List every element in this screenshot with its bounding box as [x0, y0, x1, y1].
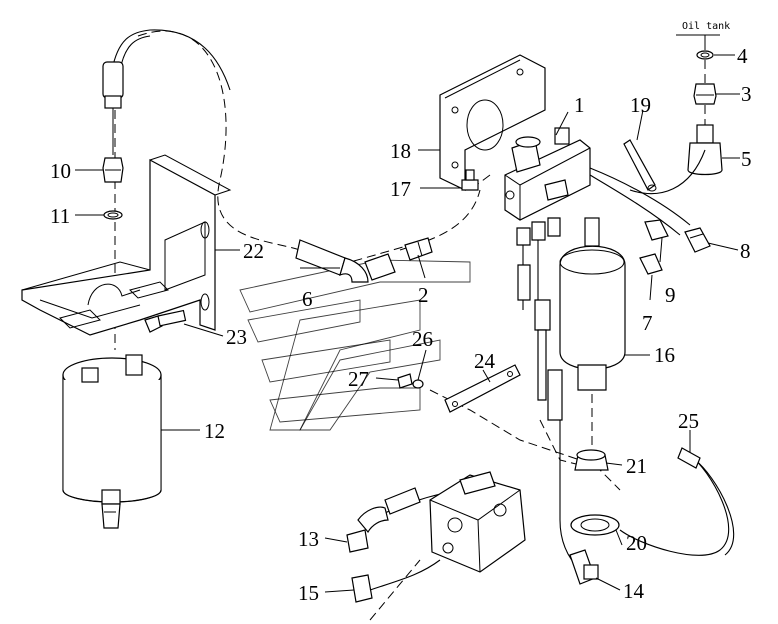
hose-25 [619, 447, 735, 556]
callout-18: 18 [390, 139, 411, 163]
callout-2: 2 [418, 283, 429, 307]
mounting-bracket-22 [21, 154, 232, 336]
nut-27 [397, 373, 413, 389]
top-left-hose-assembly [102, 29, 231, 155]
vertical-tubes-cluster [516, 217, 563, 421]
callout-25: 25 [678, 409, 699, 433]
seal-ring-11 [103, 210, 123, 220]
callout-26: 26 [412, 327, 433, 351]
fitting-9 [644, 219, 669, 241]
filter-5 [687, 124, 723, 176]
callout-12: 12 [204, 419, 225, 443]
fitting-15 [351, 559, 441, 603]
callout-5: 5 [741, 147, 752, 171]
valve-block-1 [504, 127, 591, 221]
fitting-8 [684, 227, 711, 253]
background-logo-outline [239, 259, 471, 431]
bolt-17 [461, 169, 479, 191]
callout-27: 27 [348, 367, 369, 391]
callout-4: 4 [737, 44, 748, 68]
callout-7: 7 [642, 311, 653, 335]
callout-21: 21 [626, 454, 647, 478]
mounting-plate-18 [439, 54, 546, 191]
callout-13: 13 [298, 527, 319, 551]
filter-canister-12 [62, 354, 162, 529]
washer-4 [696, 50, 714, 60]
nameplate-24 [444, 364, 521, 413]
callout-leader-lines [75, 34, 740, 593]
callout-8: 8 [740, 239, 751, 263]
lower-hose-assembly [357, 420, 581, 571]
accumulator-16 [559, 217, 626, 391]
fitting-14 [569, 549, 599, 585]
pipe-19 [623, 139, 657, 192]
fitting-7 [639, 253, 663, 275]
callout-numbers: 1 2 3 4 5 6 7 8 9 10 11 12 13 14 15 16 1… [50, 44, 752, 605]
callout-9: 9 [665, 283, 676, 307]
callout-17: 17 [390, 177, 411, 201]
callout-16: 16 [654, 343, 675, 367]
fitting-2 [404, 237, 433, 261]
oil-tank-leader [629, 149, 706, 195]
hose-assembly-6 [295, 239, 396, 283]
oil-tank-label: Oil tank [682, 21, 730, 32]
elbow-13 [346, 529, 369, 553]
callout-19: 19 [630, 93, 651, 117]
callout-14: 14 [623, 579, 645, 603]
callout-24: 24 [474, 349, 496, 373]
tube-lines-to-8 [589, 167, 691, 236]
callout-20: 20 [626, 531, 647, 555]
callout-3: 3 [741, 82, 752, 106]
callout-11: 11 [50, 204, 70, 228]
fitting-10 [102, 157, 124, 183]
callout-10: 10 [50, 159, 71, 183]
callout-15: 15 [298, 581, 319, 605]
callout-22: 22 [243, 239, 264, 263]
seal-ring-20 [570, 514, 620, 536]
control-valve-body [429, 471, 526, 573]
fitting-3 [693, 83, 717, 105]
fitting-21 [574, 449, 609, 471]
callout-1: 1 [574, 93, 585, 117]
washer-26 [412, 379, 424, 389]
callout-6: 6 [302, 287, 313, 311]
callout-23: 23 [226, 325, 247, 349]
bolt-23 [144, 309, 187, 333]
